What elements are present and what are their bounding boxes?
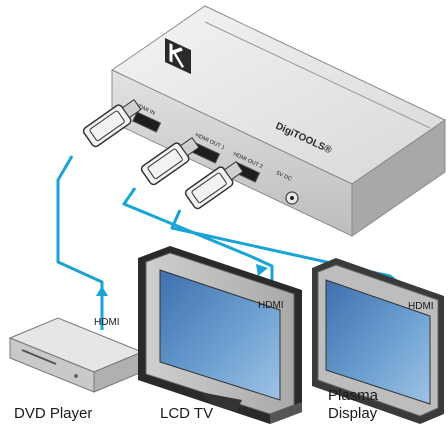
lcd-tv-icon [138, 246, 302, 424]
plasma-label-line2: Display [328, 405, 378, 422]
plasma-display-icon [312, 258, 444, 424]
lcd-tv-label: LCD TV [160, 405, 213, 422]
cable-dvd-to-in [56, 155, 104, 330]
hdmi-plug-out2-icon [184, 160, 244, 210]
cable-label-dvd: HDMI [94, 317, 120, 328]
cable-label-lcd: HDMI [258, 300, 284, 311]
plasma-label-line1: Plasma [328, 387, 379, 404]
splitter-device: DigiTOOLS® HDMI IN HDMI OUT 1 HDMI OUT 2… [111, 5, 446, 237]
dvd-player-icon [8, 317, 144, 393]
dvd-player-label: DVD Player [14, 405, 92, 422]
kramer-logo-icon [165, 38, 191, 75]
hdmi-in-port [132, 111, 162, 133]
cable-lcd-arrow-icon [256, 264, 268, 276]
hdmi-plug-out1-icon [140, 136, 200, 186]
power-port [285, 191, 299, 205]
cable-label-plasma: HDMI [408, 301, 434, 312]
cable-dvd-arrow-icon [96, 286, 108, 296]
hdmi-plug-in-icon [82, 98, 142, 148]
